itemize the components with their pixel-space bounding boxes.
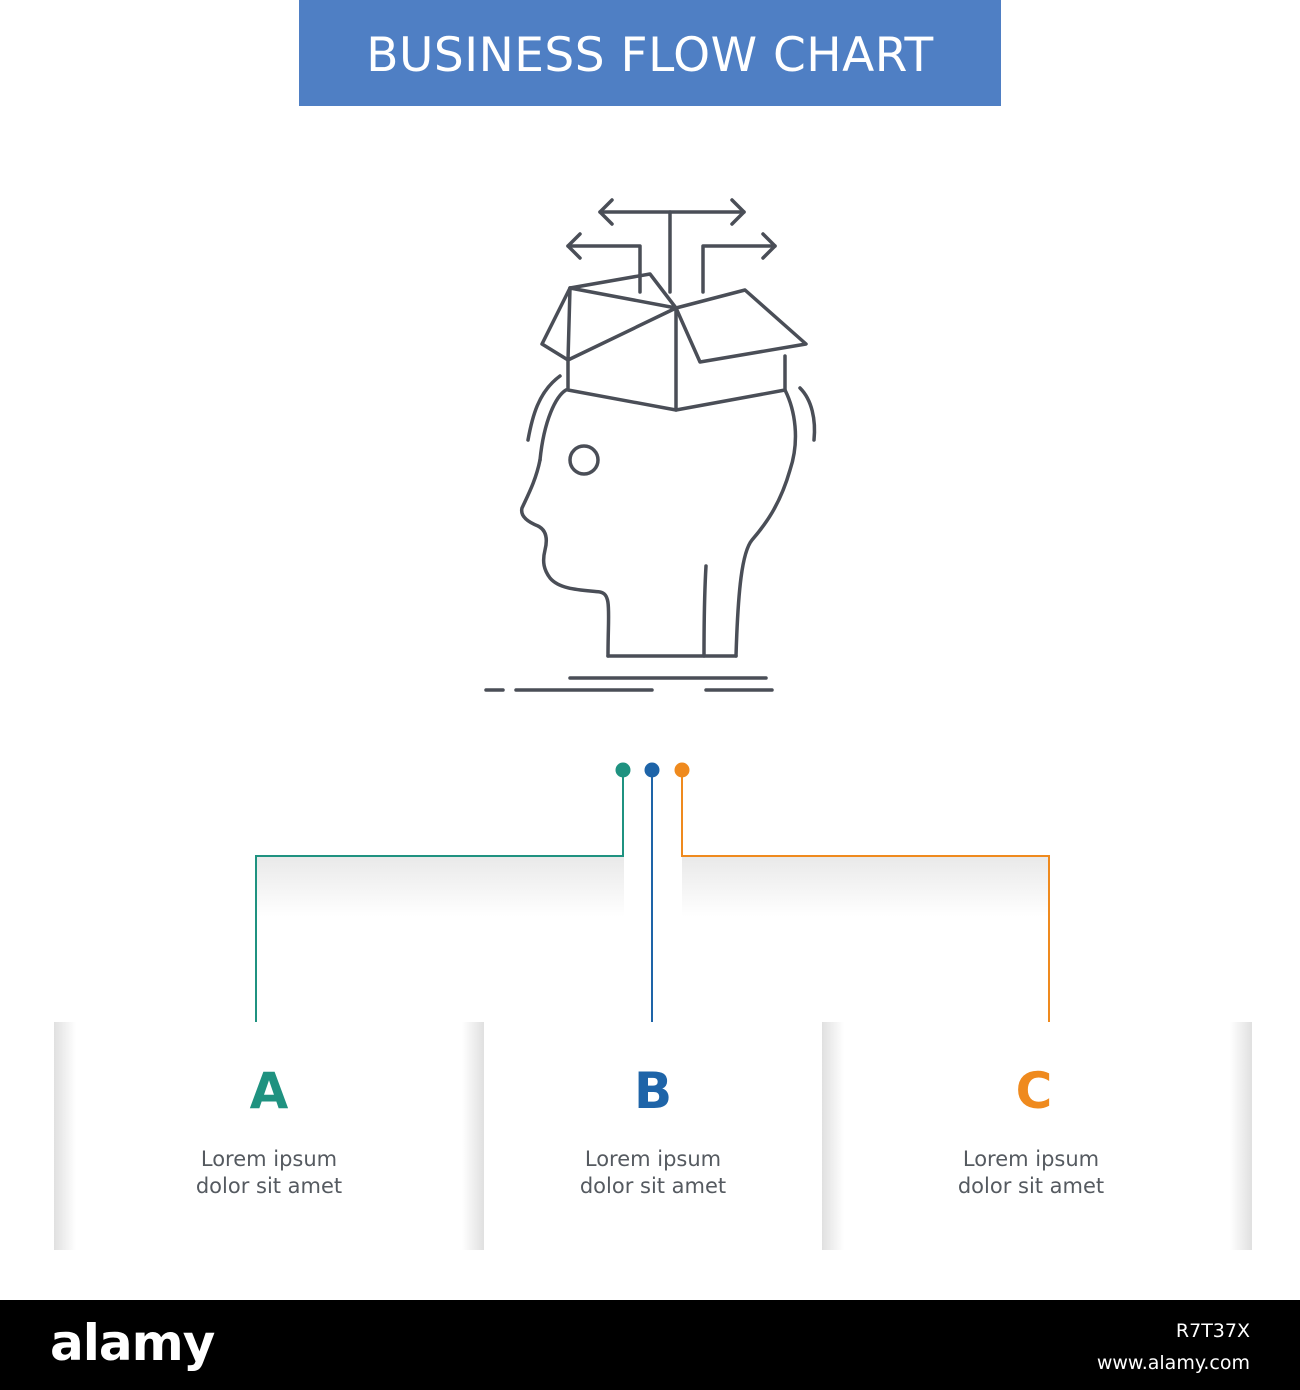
flow-diagram <box>255 198 1050 1036</box>
step-description: Lorem ipsum dolor sit amet <box>810 1146 1252 1200</box>
step-description: Lorem ipsum dolor sit amet <box>54 1146 484 1200</box>
step-description-line: Lorem ipsum <box>584 1147 722 1171</box>
footer-bar: alamy R7T37X www.alamy.com <box>0 1300 1300 1390</box>
ground-lines-icon <box>484 676 774 692</box>
head-with-open-box-distribution-icon <box>484 198 817 692</box>
connector-dot-b <box>644 762 660 778</box>
card-shadow <box>462 1022 484 1250</box>
arrows-icon <box>566 198 777 294</box>
step-description: Lorem ipsum dolor sit amet <box>486 1146 820 1200</box>
step-letter: A <box>249 1062 289 1120</box>
page-title: BUSINESS FLOW CHART <box>366 27 934 83</box>
step-letter: B <box>633 1062 673 1120</box>
footer-url: www.alamy.com <box>1096 1352 1250 1374</box>
step-card-b: B Lorem ipsum dolor sit amet <box>486 1022 820 1250</box>
step-description-line: Lorem ipsum <box>200 1147 338 1171</box>
alamy-logo: alamy <box>50 1314 215 1372</box>
step-description-line: dolor sit amet <box>957 1174 1105 1198</box>
step-description-line: dolor sit amet <box>195 1174 343 1198</box>
card-shadow <box>1230 1022 1252 1250</box>
connector-c <box>681 770 1050 1036</box>
open-box-icon <box>540 272 808 412</box>
card-shadow <box>822 1022 844 1250</box>
connector-a <box>255 770 624 1036</box>
step-description-line: dolor sit amet <box>579 1174 727 1198</box>
step-description-line: Lorem ipsum <box>962 1147 1100 1171</box>
step-card-a: A Lorem ipsum dolor sit amet <box>54 1022 484 1250</box>
title-banner: BUSINESS FLOW CHART <box>299 0 1001 106</box>
step-card-c: C Lorem ipsum dolor sit amet <box>822 1022 1252 1250</box>
head-profile-icon <box>519 374 817 658</box>
connector-dot-a <box>615 762 631 778</box>
card-shadow <box>54 1022 76 1250</box>
connector-dot-c <box>674 762 690 778</box>
image-id: R7T37X <box>1175 1320 1250 1342</box>
step-letter: C <box>1015 1062 1053 1120</box>
